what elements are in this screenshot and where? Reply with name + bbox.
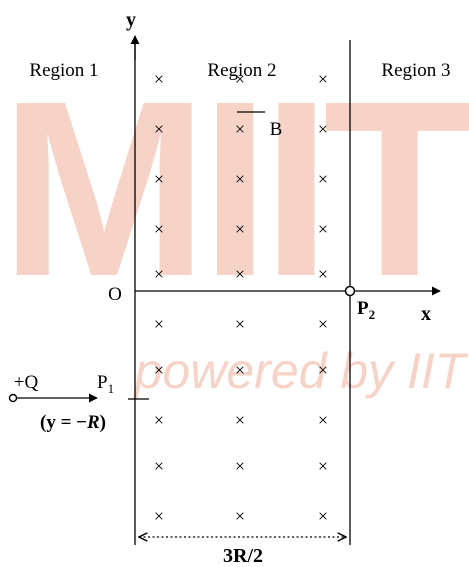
charge-position-label: (y = −R) bbox=[40, 412, 106, 433]
watermark: MIIT powered by IIT bbox=[0, 49, 469, 399]
charge-label: +Q bbox=[14, 372, 39, 393]
field-cross-mark: × bbox=[154, 410, 164, 430]
watermark-logo-text: MIIT bbox=[0, 49, 469, 328]
field-cross-mark: × bbox=[235, 456, 245, 476]
magnetic-field-crosses: × × × × × × × × × × × × × × × × × × × × × × × × × × × × × × bbox=[154, 69, 328, 526]
field-cross-mark: × bbox=[318, 69, 328, 89]
point-p2-marker bbox=[344, 285, 356, 297]
field-cross-mark: × bbox=[318, 506, 328, 526]
field-cross-mark: × bbox=[154, 314, 164, 334]
y-axis-label: y bbox=[126, 9, 136, 31]
field-cross-mark: × bbox=[318, 219, 328, 239]
field-cross-mark: × bbox=[154, 119, 164, 139]
field-cross-mark: × bbox=[235, 506, 245, 526]
field-cross-mark: × bbox=[235, 119, 245, 139]
field-cross-mark: × bbox=[318, 456, 328, 476]
field-cross-mark: × bbox=[235, 360, 245, 380]
region-2-label: Region 2 bbox=[207, 60, 276, 81]
field-cross-mark: × bbox=[235, 314, 245, 334]
region-3-label: Region 3 bbox=[381, 60, 450, 81]
field-cross-mark: × bbox=[154, 456, 164, 476]
width-dimension-label: 3R/2 bbox=[223, 545, 263, 567]
field-cross-mark: × bbox=[154, 219, 164, 239]
field-cross-mark: × bbox=[154, 264, 164, 284]
watermark-tagline: powered by IIT bbox=[133, 343, 469, 399]
field-cross-mark: × bbox=[318, 169, 328, 189]
field-cross-mark: × bbox=[154, 360, 164, 380]
charge-marker bbox=[8, 393, 18, 403]
field-cross-mark: × bbox=[235, 264, 245, 284]
region-1-label: Region 1 bbox=[29, 60, 98, 81]
origin-label: O bbox=[108, 284, 122, 305]
field-cross-mark: × bbox=[318, 264, 328, 284]
field-cross-mark: × bbox=[235, 69, 245, 89]
x-axis-label: x bbox=[421, 303, 431, 325]
field-cross-mark: × bbox=[235, 410, 245, 430]
field-cross-mark: × bbox=[318, 314, 328, 334]
field-cross-mark: × bbox=[235, 169, 245, 189]
point-p2-label: P2 bbox=[357, 298, 375, 322]
field-cross-mark: × bbox=[318, 119, 328, 139]
b-field-label: B bbox=[270, 119, 283, 140]
field-cross-mark: × bbox=[235, 219, 245, 239]
field-cross-mark: × bbox=[154, 506, 164, 526]
field-cross-mark: × bbox=[318, 410, 328, 430]
point-p1-label: P1 bbox=[97, 372, 114, 396]
field-cross-mark: × bbox=[318, 360, 328, 380]
field-cross-mark: × bbox=[154, 69, 164, 89]
field-cross-mark: × bbox=[154, 169, 164, 189]
